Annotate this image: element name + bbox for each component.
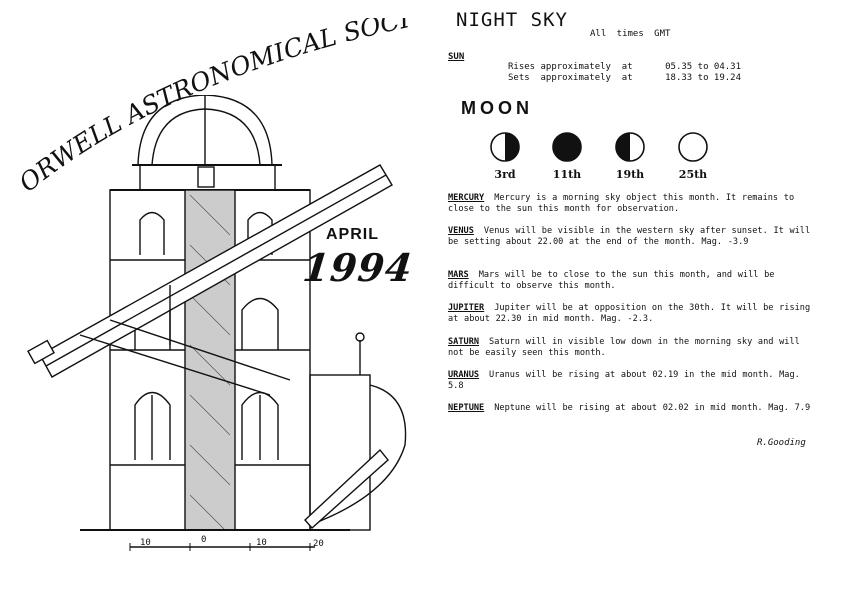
planet-name: SATURN — [448, 337, 480, 347]
moon-phase-label: 25th — [678, 168, 708, 181]
full-moon-icon — [678, 132, 708, 162]
planet-name: MARS — [448, 270, 469, 280]
planet-text: Uranus will be rising at about 02.19 in … — [448, 370, 800, 392]
planet-name: NEPTUNE — [448, 403, 485, 413]
moon-phase: 11th — [547, 131, 587, 181]
planet-name: VENUS — [448, 226, 474, 236]
moon-heading: MOON — [461, 98, 533, 118]
observatory-drawing: 10 0 10 20 — [27, 95, 407, 551]
planet-text: Mars will be to close to the sun this mo… — [448, 270, 775, 292]
planet-name: JUPITER — [448, 303, 485, 313]
moon-phase: 3rd — [485, 131, 525, 181]
first-quarter-moon-icon — [615, 132, 645, 162]
scale-label: 10 — [256, 538, 267, 548]
scale-label: 10 — [140, 538, 151, 548]
moon-phase-label: 11th — [552, 168, 582, 181]
planet-text: Mercury is a morning sky object this mon… — [448, 193, 795, 215]
new-moon-icon — [552, 132, 582, 162]
planet-name: URANUS — [448, 370, 480, 380]
moon-phase: 25th — [673, 131, 713, 181]
scale-label: 0 — [201, 535, 206, 545]
planet-text: Jupiter will be at opposition on the 30t… — [448, 303, 811, 325]
planet-text: Neptune will be rising at about 02.02 in… — [494, 403, 811, 413]
sun-rises: Rises approximately at 05.35 to 04.31 — [508, 62, 741, 72]
page-title: NIGHT SKY — [456, 9, 568, 31]
planet-name: MERCURY — [448, 193, 485, 203]
dome-outline — [137, 95, 273, 166]
telescope-icon — [27, 164, 393, 396]
sun-sets: Sets approximately at 18.33 to 19.24 — [508, 73, 741, 83]
last-quarter-moon-icon — [490, 132, 520, 162]
author-signature: R.Gooding — [757, 438, 806, 448]
moon-phase-label: 19th — [615, 168, 645, 181]
sun-heading: SUN — [448, 52, 465, 62]
society-title: ORWELL ASTRONOMICAL SOCIETY IPSWICH — [18, 18, 413, 198]
planet-text: Saturn will in visible low down in the m… — [448, 337, 800, 359]
issue-month: APRIL — [326, 226, 379, 243]
scale-label: 20 — [313, 539, 324, 549]
moon-phase: 19th — [610, 131, 650, 181]
issue-year: 1994 — [300, 245, 416, 290]
moon-phase-label: 3rd — [494, 168, 516, 181]
times-note: All times GMT — [590, 29, 671, 39]
planet-entry-neptune: NEPTUNE Neptune will be rising at about 0… — [448, 403, 816, 414]
planet-text: Venus will be visible in the western sky… — [448, 226, 811, 248]
